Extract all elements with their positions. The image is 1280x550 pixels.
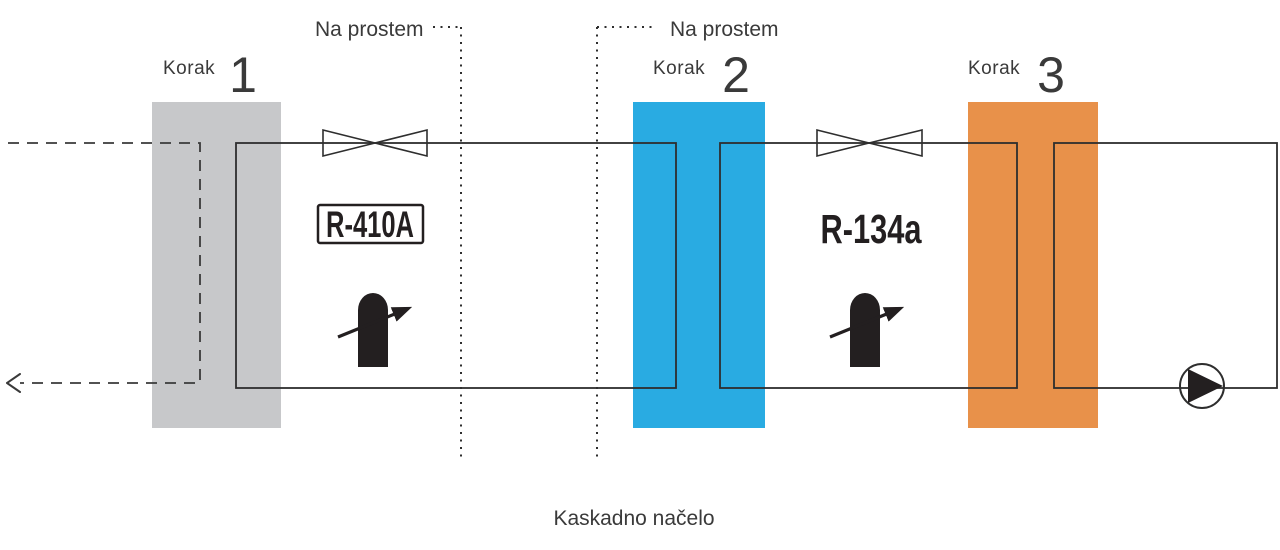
na-prostem-label-2: Na prostem [670, 18, 779, 41]
compressor-icon-2 [829, 293, 905, 367]
korak-1-number: 1 [229, 47, 257, 103]
pump-icon [1179, 363, 1225, 409]
heat-exchanger-cascade-2 [968, 102, 1098, 428]
expansion-valve-icon-2 [816, 128, 923, 158]
korak-3-number: 3 [1037, 47, 1065, 103]
compressor-icon-1 [337, 293, 413, 367]
arrow-left-icon [6, 373, 21, 393]
korak-3-label: Korak [968, 58, 1020, 79]
na-prostem-label-1: Na prostem [315, 18, 424, 41]
korak-2-label: Korak [653, 58, 705, 79]
heat-exchanger-cascade-1 [633, 102, 765, 428]
refrigerant-label-box [316, 203, 425, 245]
circuit-1-loop [235, 142, 677, 389]
refrigerant-label-r134a: R-134a [821, 206, 923, 252]
outdoor-air-dashed-line [8, 142, 201, 384]
circuit-3-loop [1053, 142, 1278, 389]
korak-2-number: 2 [722, 47, 750, 103]
korak-1-label: Korak [163, 58, 215, 79]
refrigerant-label-r410a: R-410A [326, 204, 414, 245]
diagram-caption: Kaskadno načelo [553, 507, 714, 530]
heat-exchanger-outdoor [152, 102, 281, 428]
expansion-valve-icon-1 [322, 128, 428, 158]
